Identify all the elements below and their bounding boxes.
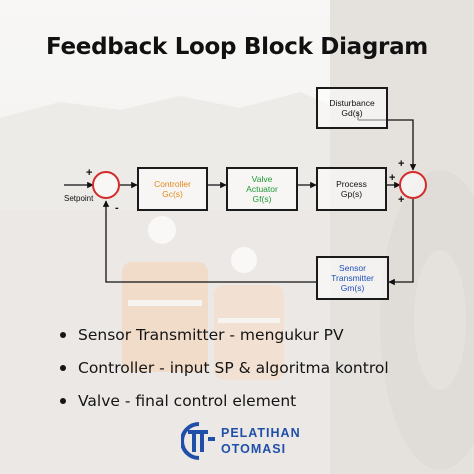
logo-emblem-icon <box>181 422 215 460</box>
logo-line1: PELATIHAN <box>221 426 301 440</box>
process-block: Process Gp(s) <box>316 167 387 211</box>
sum2-left-plus-sign: + <box>389 172 396 184</box>
disturbance-label: Disturbance <box>329 98 375 108</box>
logo-line2: OTOMASI <box>221 442 287 456</box>
bullet-list: Sensor Transmitter - mengukur PV Control… <box>60 325 389 424</box>
sum2-top-plus-sign: + <box>398 158 405 170</box>
valve-actuator-block: Valve Actuator Gf(s) <box>226 167 298 211</box>
bullet-text: Valve - final control element <box>78 392 297 410</box>
valve-transfer-function: Gf(s) <box>252 194 272 204</box>
controller-label: Controller <box>154 179 191 189</box>
sensor-transmitter-block: Sensor Transmitter Gm(s) <box>316 256 389 300</box>
worker-left-helmet <box>148 216 176 244</box>
list-item: Valve - final control element <box>60 391 389 424</box>
disturbance-block: Disturbance Gd(s) <box>316 87 388 129</box>
sum2-bottom-plus-sign: + <box>398 194 405 206</box>
process-transfer-function: Gp(s) <box>340 189 363 199</box>
worker-left-body <box>122 262 208 372</box>
sum1-minus-sign: - <box>115 202 119 214</box>
bullet-text: Controller - input SP & algoritma kontro… <box>78 359 389 377</box>
setpoint-label: Setpoint <box>64 194 94 203</box>
valve-label: Valve <box>251 174 273 184</box>
list-item: Controller - input SP & algoritma kontro… <box>60 358 389 391</box>
page-title: Feedback Loop Block Diagram <box>46 34 428 60</box>
worker-left-vest-stripe <box>128 300 202 306</box>
bullet-icon <box>60 332 66 338</box>
controller-block: Controller Gc(s) <box>137 167 208 211</box>
transmitter-label: Transmitter <box>331 273 374 283</box>
summing-junction-disturbance <box>399 171 427 199</box>
process-label: Process <box>336 179 367 189</box>
list-item: Sensor Transmitter - mengukur PV <box>60 325 389 358</box>
output-to-sensor-line <box>388 199 414 286</box>
summing-junction-setpoint <box>92 171 120 199</box>
bullet-icon <box>60 365 66 371</box>
actuator-label: Actuator <box>246 184 278 194</box>
sensor-transfer-function: Gm(s) <box>340 283 365 293</box>
worker-right-helmet <box>231 247 257 273</box>
worker-right-body <box>214 285 284 380</box>
sensor-label: Sensor <box>339 263 366 273</box>
background-tire-hub <box>414 250 466 390</box>
worker-right-vest-stripe <box>218 318 280 323</box>
brand-logo: PELATIHAN OTOMASI <box>181 422 300 460</box>
controller-transfer-function: Gc(s) <box>162 189 183 199</box>
sum1-plus-sign: + <box>86 167 93 179</box>
bullet-text: Sensor Transmitter - mengukur PV <box>78 326 344 344</box>
feedback-line <box>102 200 316 283</box>
bullet-icon <box>60 398 66 404</box>
disturbance-transfer-function: Gd(s) <box>341 108 363 118</box>
